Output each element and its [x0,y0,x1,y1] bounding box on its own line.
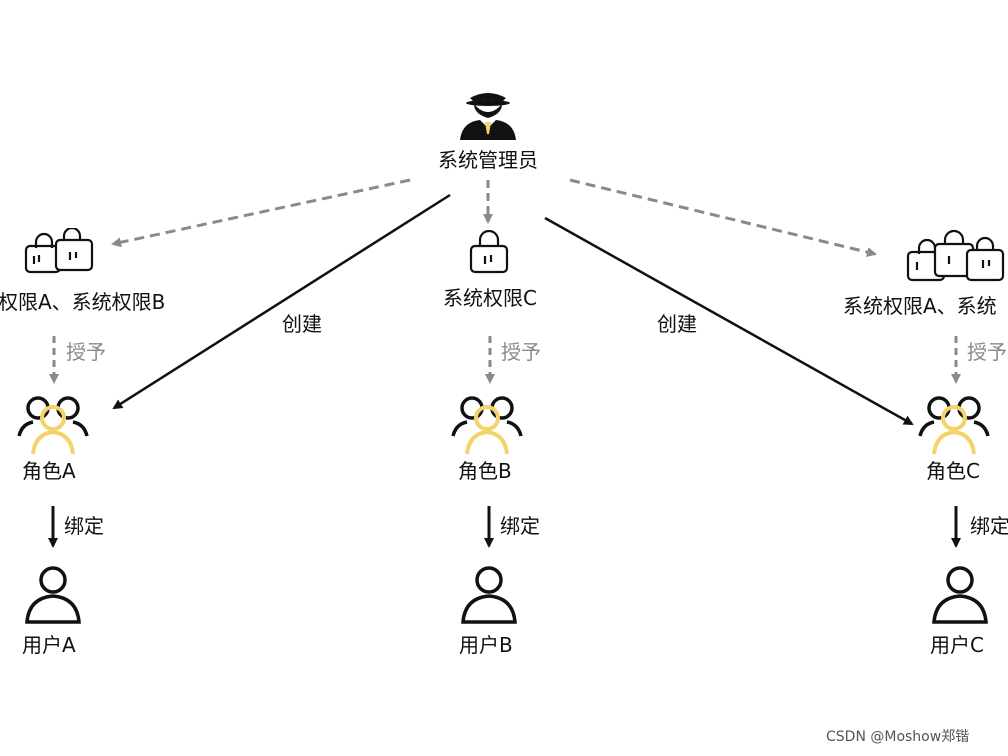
bind-label-a: 绑定 [64,514,104,538]
multi-lock-icon-right [906,229,1005,282]
role-label-c: 角色C [926,459,980,483]
permission-label-right: 系统权限A、系统 [843,294,997,318]
create-arrow-right [544,216,914,426]
role-group-icon-a [17,396,89,455]
admin-agent-icon [460,93,516,140]
watermark: CSDN @Moshow郑锴 [826,729,970,745]
role-group-icon-b [451,396,523,455]
permission-label-center: 系统权限C [443,286,537,310]
permission-label-left: 权限A、系统权限B [0,290,166,314]
user-icon-a [25,566,81,624]
role-label-b: 角色B [458,459,512,483]
bind-label-c: 绑定 [970,514,1008,538]
user-label-b: 用户B [459,633,513,657]
multi-lock-icon [24,228,94,274]
create-label-left: 创建 [282,312,322,336]
role-label-a: 角色A [22,459,76,483]
user-icon-c [932,566,988,624]
user-label-a: 用户A [22,633,76,657]
grant-label-right: 授予 [967,340,1007,364]
user-icon-b [461,566,517,624]
bind-label-b: 绑定 [500,514,540,538]
create-arrow-left [112,193,451,410]
grant-label-center: 授予 [501,340,541,364]
assign-arrow-left [111,178,411,248]
assign-arrow-right [569,178,877,257]
lock-icon [469,230,509,274]
create-label-right: 创建 [657,312,697,336]
grant-label-left: 授予 [66,340,106,364]
role-group-icon-c [918,396,990,455]
admin-label: 系统管理员 [438,148,538,172]
user-label-c: 用户C [930,633,984,657]
